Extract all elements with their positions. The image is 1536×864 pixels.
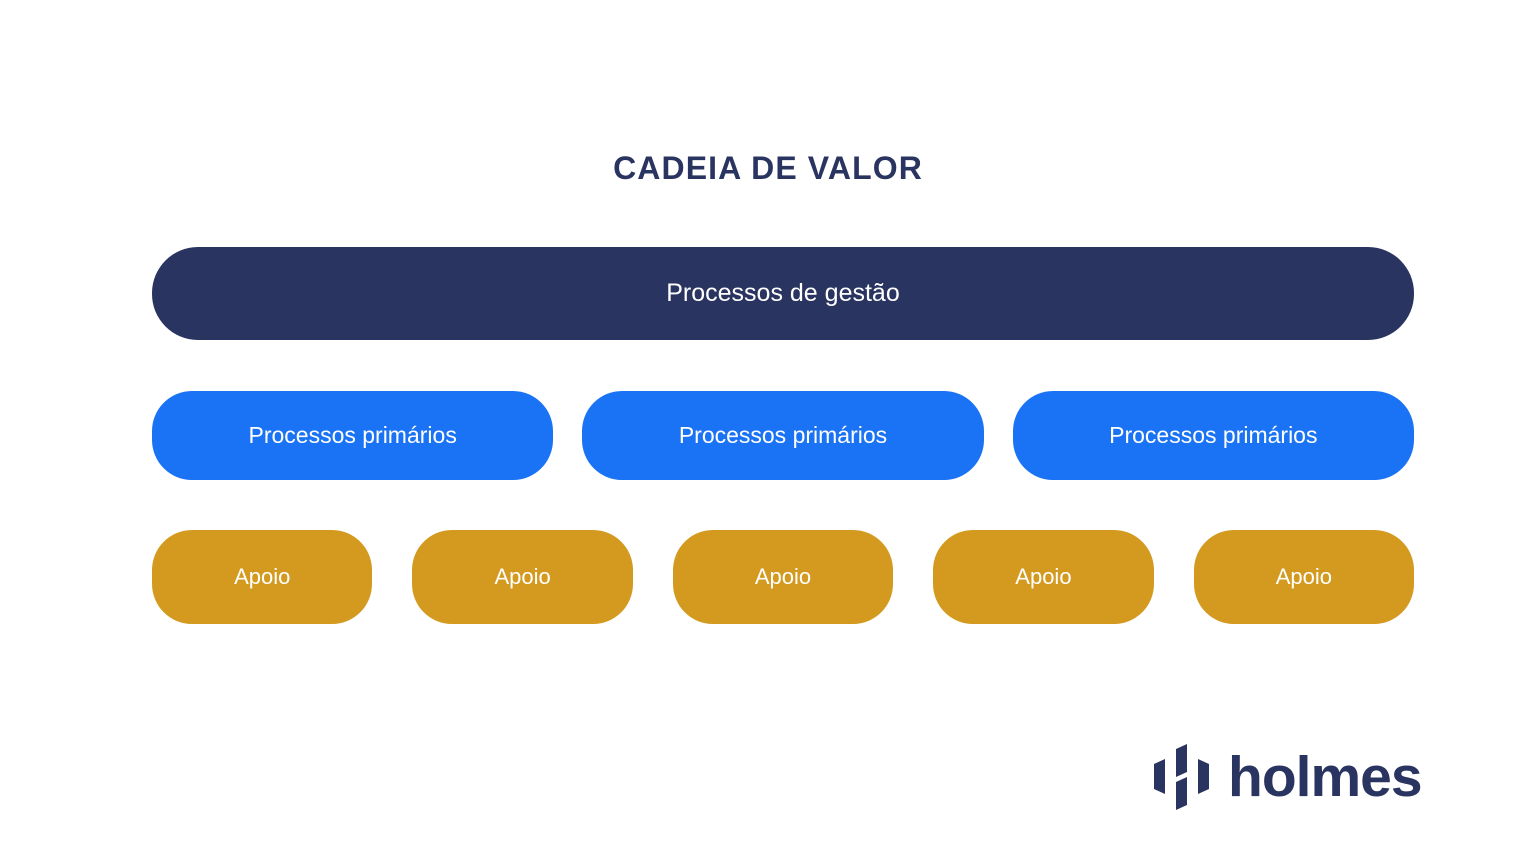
support-process-label: Apoio	[754, 564, 812, 590]
management-processes-row: Processos de gestão	[152, 247, 1414, 340]
management-process-label: Processos de gestão	[666, 278, 900, 307]
support-process-box[interactable]: Apoio	[672, 530, 894, 624]
primary-process-label: Processos primários	[678, 422, 888, 449]
support-process-label: Apoio	[234, 564, 291, 590]
page-title: CADEIA DE VALOR	[613, 150, 923, 187]
support-process-box[interactable]: Apoio	[933, 530, 1154, 624]
management-process-box[interactable]: Processos de gestão	[152, 247, 1414, 340]
holmes-h-mark-icon	[1154, 744, 1209, 810]
support-process-box[interactable]: Apoio	[1193, 530, 1415, 624]
logo-wordmark: holmes	[1228, 744, 1423, 809]
support-process-label: Apoio	[1015, 564, 1072, 590]
primary-processes-row: Processos primários Processos primários …	[152, 391, 1414, 480]
value-chain-diagram: Processos de gestão Processos primários …	[152, 247, 1415, 624]
primary-process-label: Processos primários	[248, 422, 457, 449]
support-process-box[interactable]: Apoio	[152, 530, 373, 624]
primary-process-box[interactable]: Processos primários	[582, 391, 984, 480]
support-process-label: Apoio	[494, 564, 551, 590]
support-processes-row: Apoio Apoio Apoio Apoio Apoio	[152, 530, 1415, 624]
support-process-box[interactable]: Apoio	[412, 530, 633, 624]
primary-process-box[interactable]: Processos primários	[152, 391, 554, 480]
brand-logo: holmes	[1152, 744, 1423, 810]
primary-process-label: Processos primários	[1109, 422, 1318, 449]
support-process-label: Apoio	[1275, 564, 1332, 590]
primary-process-box[interactable]: Processos primários	[1012, 391, 1414, 480]
